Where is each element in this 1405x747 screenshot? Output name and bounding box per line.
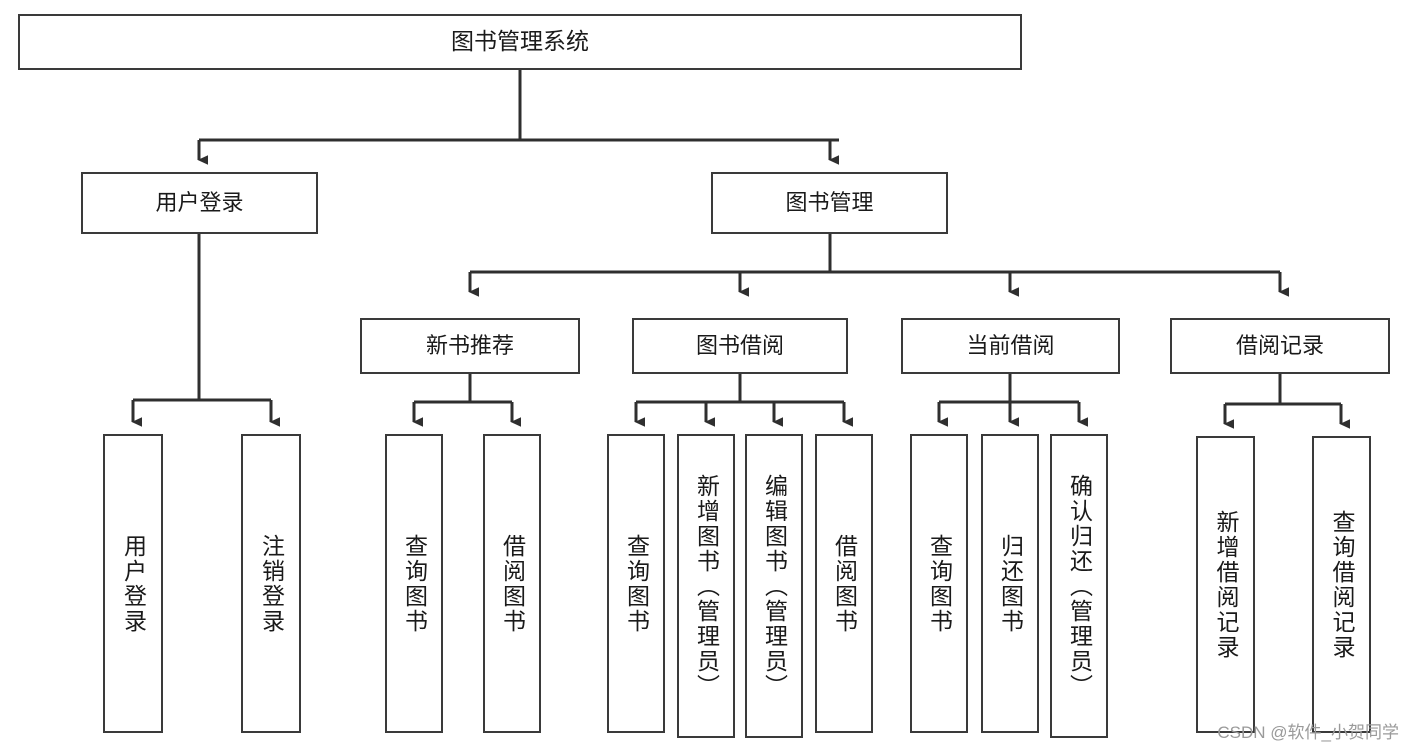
node-label: 图书管理系统 bbox=[451, 28, 589, 55]
node-label: 查询借阅记录 bbox=[1329, 509, 1355, 660]
leaf-logout[interactable]: 注销登录 bbox=[241, 434, 301, 733]
leaf-borrow-book[interactable]: 借阅图书 bbox=[815, 434, 873, 733]
node-label: 用户登录 bbox=[155, 190, 244, 216]
node-label: 查询图书 bbox=[401, 533, 428, 634]
node-book-management[interactable]: 图书管理 bbox=[711, 172, 948, 234]
node-borrow-record[interactable]: 借阅记录 bbox=[1170, 318, 1390, 374]
node-new-book-recommend[interactable]: 新书推荐 bbox=[360, 318, 580, 374]
leaf-add-book-admin[interactable]: 新增图书（管理员） bbox=[677, 434, 735, 738]
leaf-confirm-return-admin[interactable]: 确认归还（管理员） bbox=[1050, 434, 1108, 738]
node-label: 编辑图书（管理员） bbox=[761, 473, 788, 699]
leaf-add-borrow-record[interactable]: 新增借阅记录 bbox=[1196, 436, 1255, 733]
node-label: 查询图书 bbox=[623, 533, 650, 634]
edge-bookmgmt-to-level3 bbox=[468, 234, 1290, 297]
node-label: 注销登录 bbox=[258, 533, 285, 634]
node-current-borrow[interactable]: 当前借阅 bbox=[901, 318, 1120, 374]
leaf-borrow-book-recommend[interactable]: 借阅图书 bbox=[483, 434, 541, 733]
node-label: 借阅图书 bbox=[499, 533, 526, 634]
node-label: 图书借阅 bbox=[695, 333, 784, 359]
node-label: 新增借阅记录 bbox=[1213, 509, 1239, 660]
node-label: 图书管理 bbox=[785, 190, 874, 216]
leaf-query-book-borrow[interactable]: 查询图书 bbox=[607, 434, 665, 733]
watermark-csdn: CSDN @软件_小贺同学 bbox=[1217, 723, 1399, 742]
leaf-query-borrow-record[interactable]: 查询借阅记录 bbox=[1312, 436, 1371, 733]
edge-currentborrow-to-leaves bbox=[937, 374, 1089, 427]
edge-root-to-level2 bbox=[197, 70, 840, 165]
node-label: 用户登录 bbox=[120, 533, 147, 634]
leaf-edit-book-admin[interactable]: 编辑图书（管理员） bbox=[745, 434, 803, 738]
node-root-book-management-system[interactable]: 图书管理系统 bbox=[18, 14, 1022, 70]
node-label: 查询图书 bbox=[926, 533, 953, 634]
node-label: 新增图书（管理员） bbox=[693, 473, 720, 699]
leaf-query-book-current[interactable]: 查询图书 bbox=[910, 434, 968, 733]
node-label: 当前借阅 bbox=[966, 333, 1055, 359]
node-label: 确认归还（管理员） bbox=[1066, 473, 1093, 699]
edge-borrowrecord-to-leaves bbox=[1223, 374, 1351, 429]
node-label: 归还图书 bbox=[997, 533, 1024, 634]
edge-newbook-to-leaves bbox=[412, 374, 522, 427]
node-label: 新书推荐 bbox=[425, 333, 514, 359]
node-user-login[interactable]: 用户登录 bbox=[81, 172, 318, 234]
node-label: 借阅记录 bbox=[1235, 333, 1324, 359]
leaf-query-book-recommend[interactable]: 查询图书 bbox=[385, 434, 443, 733]
leaf-return-book[interactable]: 归还图书 bbox=[981, 434, 1039, 733]
leaf-user-login[interactable]: 用户登录 bbox=[103, 434, 163, 733]
edge-userlogin-to-leaves bbox=[131, 234, 281, 427]
edge-bookborrow-to-leaves bbox=[634, 374, 854, 427]
node-label: 借阅图书 bbox=[831, 533, 858, 634]
node-book-borrow[interactable]: 图书借阅 bbox=[632, 318, 848, 374]
